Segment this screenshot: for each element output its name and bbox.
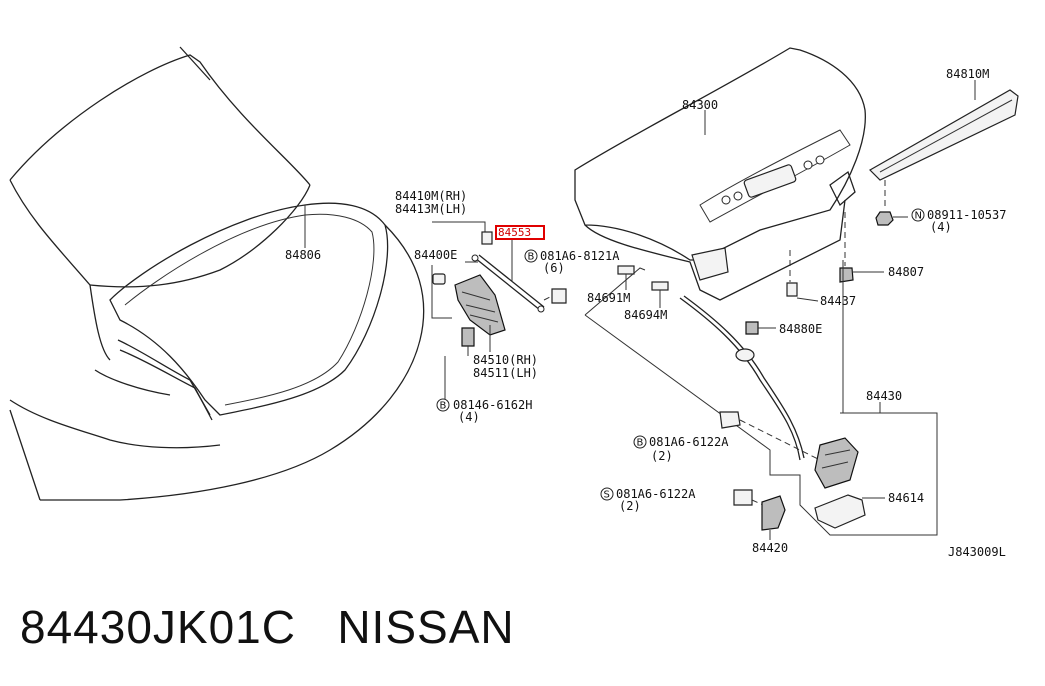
label-84300: 84300 [682, 98, 718, 112]
trunk-lock-assembly [584, 260, 938, 540]
hinge-assembly [431, 221, 567, 405]
grommet-84400e [432, 273, 446, 285]
label-08146-6162h: 08146-6162H [453, 398, 532, 412]
part-labels: 84806 84410M(RH) 84413M(LH) 84400E 84510… [285, 67, 1006, 559]
bolt-081a6-6122a-s [733, 489, 753, 506]
circle-b-3: B [637, 438, 644, 449]
highlight-box [495, 225, 545, 240]
label-84510: 84510(RH) [473, 353, 538, 367]
caption: 84430JK01C NISSAN [20, 600, 515, 654]
trunk-lid [574, 47, 866, 301]
lock-cylinder-area [691, 247, 729, 281]
caption-brand: NISSAN [337, 601, 515, 653]
label-081a6-8121a-qty: (6) [543, 261, 565, 275]
label-84807: 84807 [888, 265, 924, 279]
clip-84694m [651, 281, 669, 291]
bolt-081a6-6122a-b [719, 411, 741, 429]
cable-grommet [735, 348, 755, 362]
circle-n-1: N [915, 211, 922, 222]
caption-part-number: 84430JK01C [20, 601, 296, 653]
circle-b-2: B [440, 401, 447, 412]
label-84410m: 84410M(RH) [395, 189, 467, 203]
diagram-code: J843009L [948, 545, 1006, 559]
bumper-84437 [786, 282, 798, 297]
striker-84614 [814, 494, 866, 529]
parts-diagram: 84553 B B B S N 84806 84410M(RH) 84413M(… [9, 46, 1019, 559]
bolt-081a6-8121a [551, 288, 567, 304]
label-84511: 84511(LH) [473, 366, 538, 380]
clip-84410m [481, 231, 493, 245]
grommet-84807 [839, 267, 854, 283]
label-84553: 84553 [498, 226, 531, 239]
clip-84880e [745, 321, 759, 335]
nut-08911 [875, 211, 894, 226]
label-84880e: 84880E [779, 322, 822, 336]
lid-finisher [743, 164, 797, 198]
opener-84420 [761, 495, 786, 531]
label-08911-10537: 08911-10537 [927, 208, 1006, 222]
label-081a6-6122a-s: 081A6-6122A [616, 487, 696, 501]
lock-84430 [814, 437, 859, 489]
label-84806: 84806 [285, 248, 321, 262]
circle-marks: B B B S N [436, 208, 925, 501]
label-081a6-6122a-b-qty: (2) [651, 449, 673, 463]
label-84413m: 84413M(LH) [395, 202, 467, 216]
circle-b-1: B [528, 252, 535, 263]
bolt-08146 [461, 327, 475, 347]
label-84420: 84420 [752, 541, 788, 555]
label-84691m: 84691M [587, 291, 630, 305]
label-84810m: 84810M [946, 67, 989, 81]
spoiler-84810m [869, 80, 1019, 226]
hinge-84510 [454, 274, 506, 336]
label-081a6-6122a-b: 081A6-6122A [649, 435, 729, 449]
circle-s-1: S [604, 490, 610, 501]
label-08146-qty: (4) [458, 410, 480, 424]
clip-84691m [617, 265, 635, 275]
label-08911-qty: (4) [930, 220, 952, 234]
label-84437: 84437 [820, 294, 856, 308]
label-84430: 84430 [866, 389, 902, 403]
label-84614: 84614 [888, 491, 924, 505]
label-84694m: 84694M [624, 308, 667, 322]
car-rear-body [9, 46, 425, 501]
label-84400e: 84400E [414, 248, 457, 262]
label-081a6-6122a-s-qty: (2) [619, 499, 641, 513]
label-081a6-8121a: 081A6-8121A [540, 249, 620, 263]
